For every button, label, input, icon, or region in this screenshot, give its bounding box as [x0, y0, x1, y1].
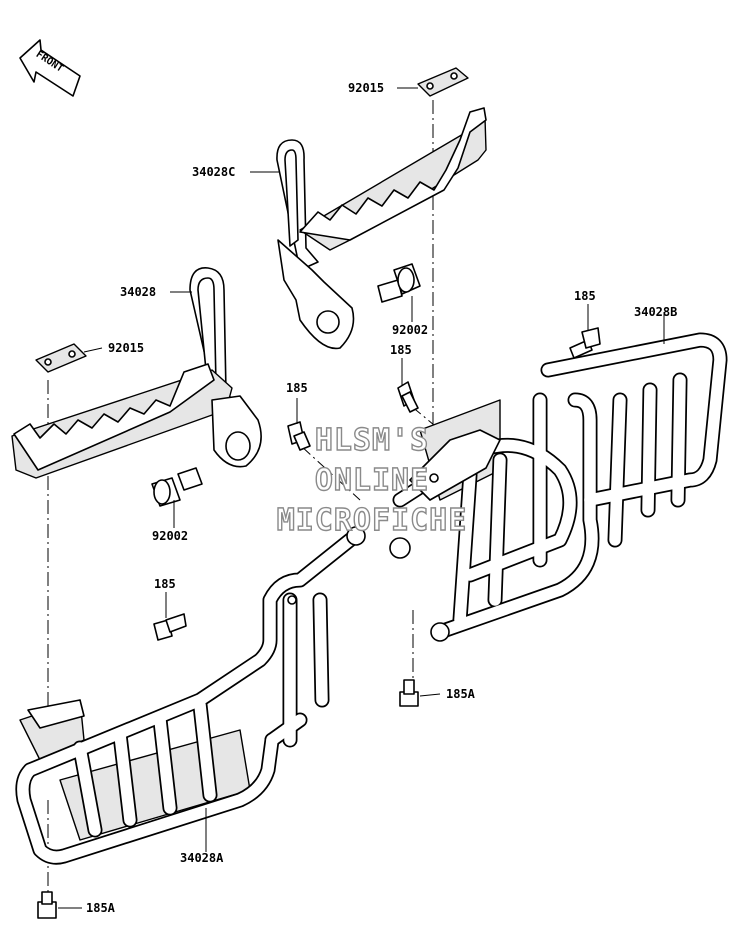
bolt-92002-left [151, 467, 203, 507]
callout-92015-left: 92015 [108, 341, 144, 355]
callout-34028a: 34028A [180, 851, 224, 865]
callout-92015-top: 92015 [348, 81, 384, 95]
front-arrow-icon: FRONT [19, 39, 81, 97]
callout-34028b: 34028B [634, 305, 677, 319]
callout-185-left: 185 [154, 577, 176, 591]
watermark-line-1: HLSM'S [315, 423, 429, 458]
callout-185-top-right: 185 [574, 289, 596, 303]
bolt-185a-bottom [37, 891, 57, 919]
callout-185a-right: 185A [446, 687, 476, 701]
callout-labels: 92015 34028C 34028 92015 92002 185 185 3… [86, 81, 677, 915]
plate-92015-left [35, 343, 87, 373]
bolt-92002-right [377, 263, 421, 303]
bolt-185a-right [399, 679, 419, 707]
bolt-185-mid [397, 381, 419, 413]
watermark: HLSM'S ONLINE MICROFICHE [276, 422, 468, 538]
callout-185-center: 185 [286, 381, 308, 395]
footguard-frame-left-34028a [15, 526, 366, 865]
footrest-left-34028 [11, 267, 262, 479]
footguard-frame-right-34028b [389, 332, 728, 642]
callout-92002-left: 92002 [152, 529, 188, 543]
bolt-185-left [153, 613, 187, 641]
footrest-right-34028c [276, 107, 487, 350]
leader-lines [58, 87, 665, 909]
callout-34028: 34028 [120, 285, 156, 299]
callout-34028c: 34028C [192, 165, 235, 179]
plate-92015-top [417, 67, 469, 97]
bolt-185-top-right [569, 327, 601, 359]
bolt-185-center [287, 421, 311, 451]
callout-185-mid: 185 [390, 343, 412, 357]
watermark-line-2: ONLINE [315, 463, 429, 498]
callout-185a-bottom: 185A [86, 901, 116, 915]
watermark-line-3: MICROFICHE [277, 503, 468, 538]
callout-92002-right: 92002 [392, 323, 428, 337]
